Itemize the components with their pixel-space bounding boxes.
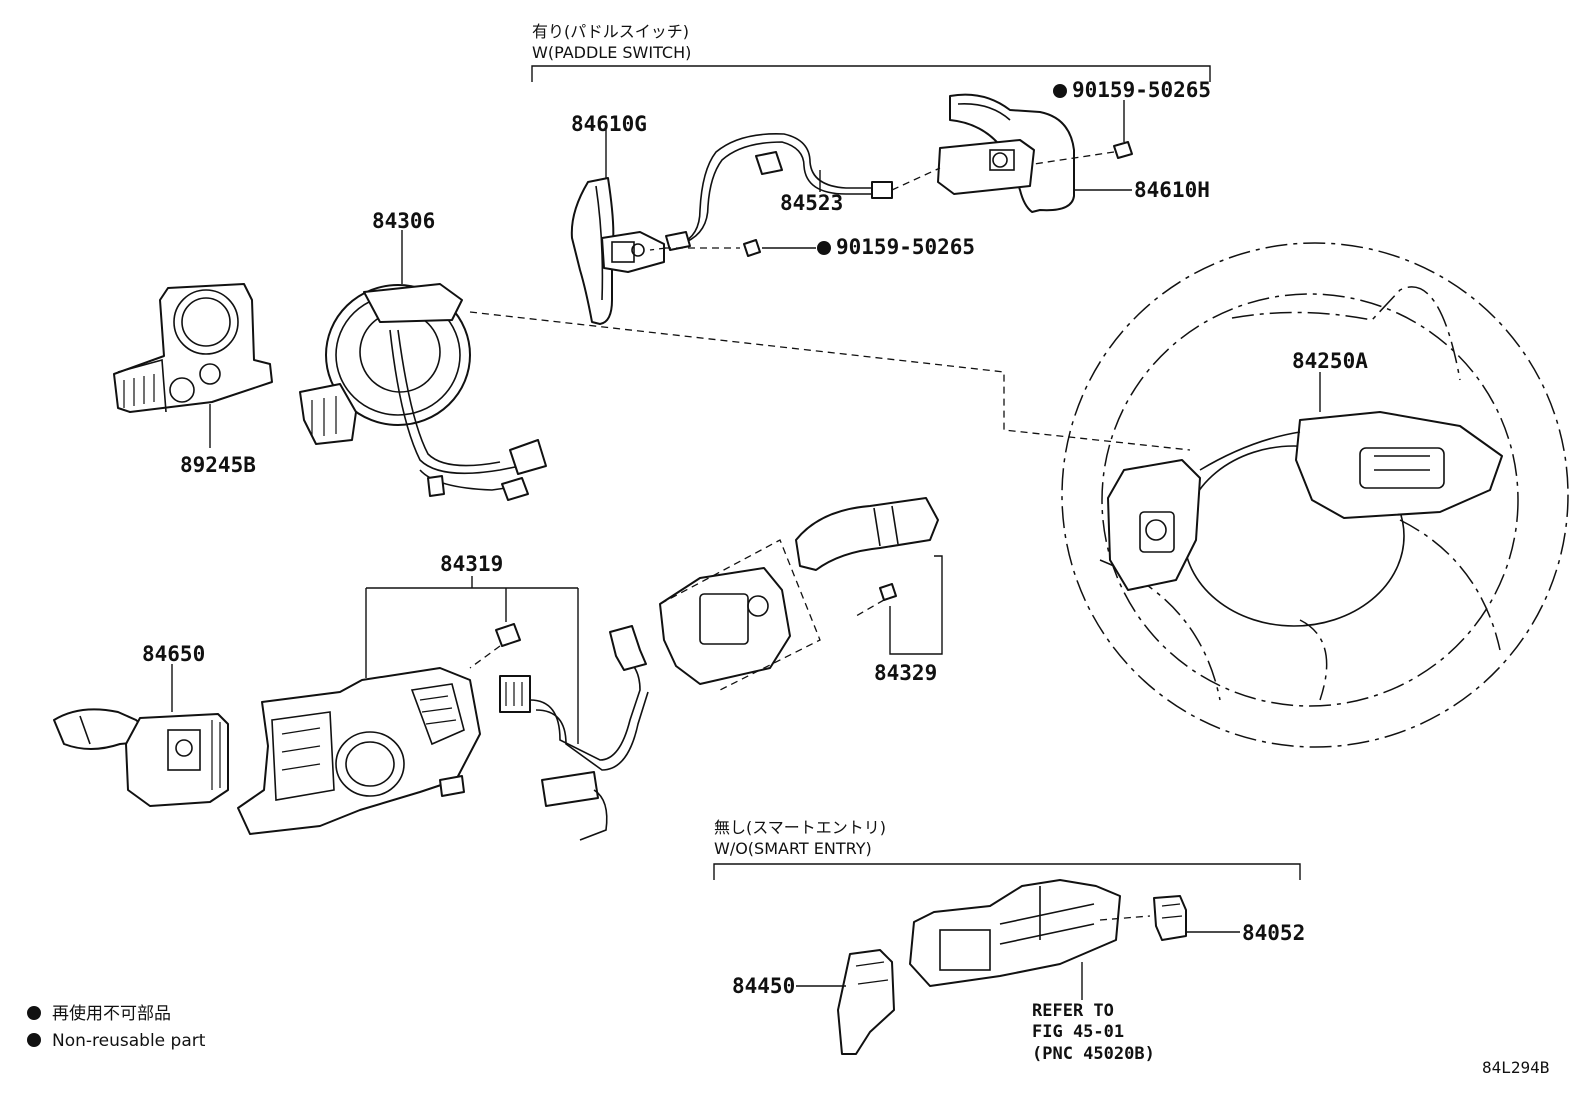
legend: 再使用不可部品 Non-reusable part	[27, 1003, 206, 1051]
part-84052: 84052	[1099, 895, 1305, 945]
label-84319: 84319	[440, 552, 503, 576]
legend-dot-en	[27, 1033, 41, 1047]
reference-line-1: REFER TO	[1032, 1001, 1114, 1021]
combination-switch-harness	[499, 625, 649, 841]
label-84052: 84052	[1242, 921, 1305, 945]
smart-entry-bracket	[713, 863, 1301, 880]
legend-jp: 再使用不可部品	[52, 1003, 171, 1024]
steering-sensor: 89245B	[113, 283, 273, 477]
combination-switch-body: 84319	[237, 552, 579, 835]
non-reusable-mark-upper	[1053, 84, 1067, 98]
smart-entry-group: 無し(スマートエントリ) W/O(SMART ENTRY)	[713, 818, 1301, 880]
spiral-cable: 84306	[299, 209, 547, 501]
non-reusable-mark-lower	[817, 241, 831, 255]
wiper-switch: 84329	[659, 497, 943, 691]
bolt-lower: 90159-50265	[664, 235, 975, 259]
label-89245B: 89245B	[180, 453, 256, 477]
steering-lock-housing	[909, 879, 1121, 1000]
paddle-group-title-jp: 有り(パドルスイッチ)	[532, 22, 689, 41]
label-bolt-upper: 90159-50265	[1072, 78, 1211, 102]
label-84250A: 84250A	[1292, 349, 1368, 373]
smart-entry-title-jp: 無し(スマートエントリ)	[714, 818, 886, 837]
diagram-code: 84L294B	[1482, 1058, 1549, 1077]
label-84306: 84306	[372, 209, 435, 233]
reference-line-3: (PNC 45020B)	[1032, 1044, 1155, 1064]
legend-en: Non-reusable part	[52, 1031, 206, 1051]
paddle-switch-group: 有り(パドルスイッチ) W(PADDLE SWITCH)	[531, 22, 1211, 82]
assembly-line-spiral-wheel	[469, 311, 1191, 451]
smart-entry-title-en: W/O(SMART ENTRY)	[714, 839, 872, 858]
label-84329: 84329	[874, 661, 937, 685]
label-84610H: 84610H	[1134, 178, 1210, 202]
label-84523: 84523	[780, 191, 843, 215]
paddle-harness: 84523	[649, 133, 893, 251]
paddle-group-bracket	[531, 65, 1211, 82]
turn-signal-lever: 84650	[53, 642, 229, 807]
paddle-group-title-en: W(PADDLE SWITCH)	[532, 43, 691, 62]
paddle-switch-left: 84610G	[570, 112, 665, 325]
legend-dot-jp	[27, 1006, 41, 1020]
part-84450: 84450	[732, 949, 895, 1055]
reference-line-2: FIG 45-01	[1032, 1022, 1124, 1042]
label-84610G: 84610G	[571, 112, 647, 136]
bolt-upper: 90159-50265	[1033, 78, 1211, 165]
label-84650: 84650	[142, 642, 205, 666]
label-bolt-lower: 90159-50265	[836, 235, 975, 259]
paddle-switch-right: 84610H	[891, 93, 1210, 213]
label-84450: 84450	[732, 974, 795, 998]
steering-wheel: 84250A	[1061, 242, 1569, 748]
